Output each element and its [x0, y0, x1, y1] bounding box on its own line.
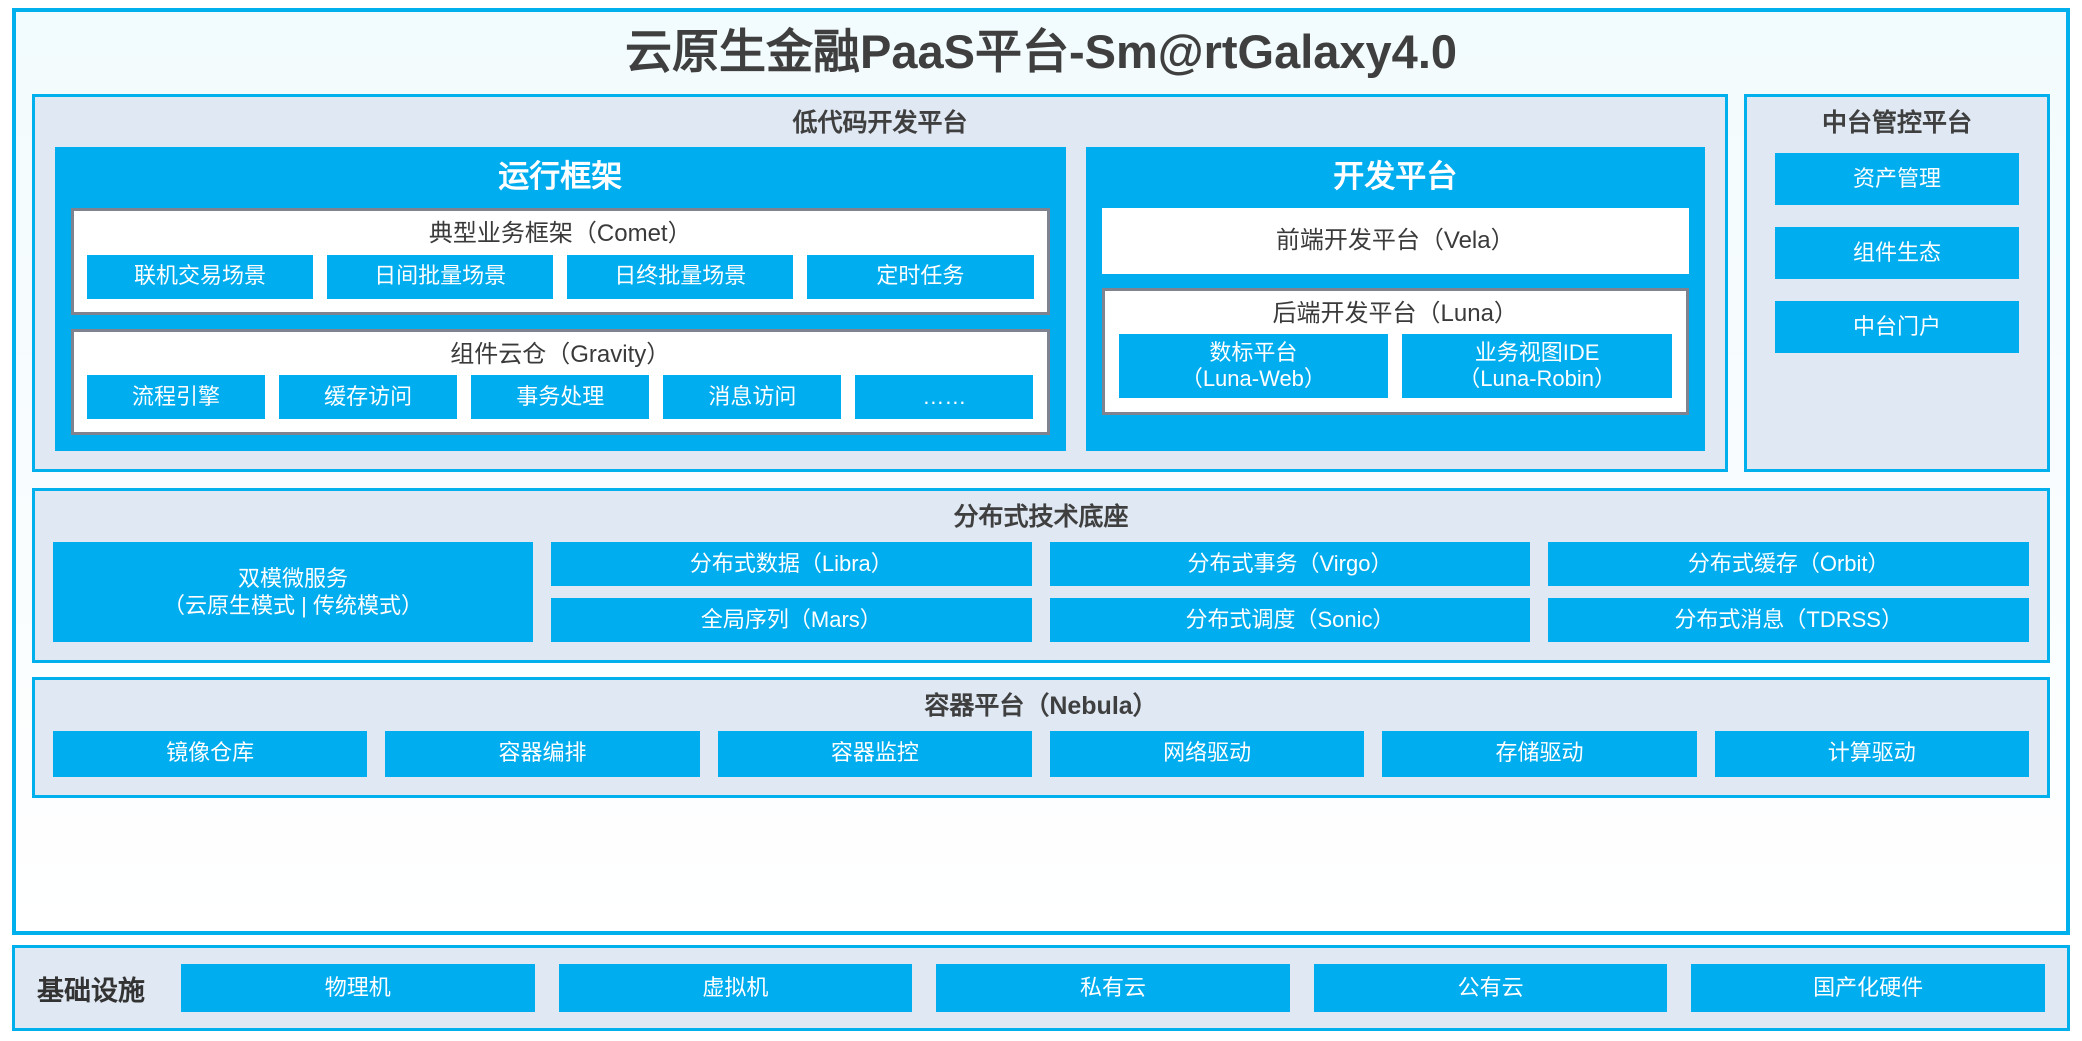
luna-robin-line1: 业务视图IDE — [1474, 340, 1600, 366]
tech-base-item-libra[interactable]: 分布式数据（Libra） — [551, 542, 1032, 587]
comet-items: 联机交易场景 日间批量场景 日终批量场景 定时任务 — [74, 254, 1047, 312]
tech-base-panel: 分布式技术底座 双模微服务 （云原生模式 | 传统模式） 分布式数据（Libra… — [32, 488, 2050, 664]
container-item-monitoring[interactable]: 容器监控 — [717, 730, 1032, 777]
microservice-line2: （云原生模式 | 传统模式） — [163, 593, 423, 619]
top-row: 低代码开发平台 运行框架 典型业务框架（Comet） 联机交易场景 日间批量场景… — [32, 93, 2050, 473]
gravity-item-process-engine[interactable]: 流程引擎 — [87, 375, 266, 420]
lowcode-platform-body: 运行框架 典型业务框架（Comet） 联机交易场景 日间批量场景 日终批量场景 … — [35, 147, 1725, 469]
comet-item-intraday-batch[interactable]: 日间批量场景 — [327, 254, 554, 299]
main-frame: 云原生金融PaaS平台-Sm@rtGalaxy4.0 低代码开发平台 运行框架 … — [12, 8, 2070, 935]
tech-base-item-mars[interactable]: 全局序列（Mars） — [551, 598, 1032, 643]
container-item-network-driver[interactable]: 网络驱动 — [1049, 730, 1365, 777]
vela-frontend-platform[interactable]: 前端开发平台（Vela） — [1101, 208, 1689, 274]
container-platform-items: 镜像仓库 容器编排 容器监控 网络驱动 存储驱动 计算驱动 — [35, 730, 2047, 795]
luna-web-line1: 数标平台 — [1209, 340, 1298, 366]
luna-items: 数标平台 （Luna-Web） 业务视图IDE （Luna-Robin） — [1105, 334, 1687, 412]
luna-item-luna-robin[interactable]: 业务视图IDE （Luna-Robin） — [1402, 334, 1672, 399]
infrastructure-item-public-cloud[interactable]: 公有云 — [1313, 964, 1668, 1012]
tech-base-column-3: 分布式缓存（Orbit） 分布式消息（TDRSS） — [1548, 542, 2030, 643]
tech-base-title: 分布式技术底座 — [953, 503, 1129, 532]
gravity-card: 组件云仓（Gravity） 流程引擎 缓存访问 事务处理 消息访问 …… — [71, 328, 1050, 436]
comet-item-online-transaction[interactable]: 联机交易场景 — [87, 254, 314, 299]
development-platform-block: 开发平台 前端开发平台（Vela） 后端开发平台（Luna） 数标平台 （Lun… — [1085, 147, 1705, 452]
gravity-item-cache-access[interactable]: 缓存访问 — [279, 375, 458, 420]
page-title: 云原生金融PaaS平台-Sm@rtGalaxy4.0 — [624, 25, 1458, 78]
comet-card: 典型业务框架（Comet） 联机交易场景 日间批量场景 日终批量场景 定时任务 — [71, 208, 1050, 315]
tech-base-microservice-column: 双模微服务 （云原生模式 | 传统模式） — [53, 542, 533, 643]
container-item-compute-driver[interactable]: 计算驱动 — [1714, 730, 2029, 777]
management-item-portal[interactable]: 中台门户 — [1775, 301, 2019, 354]
gravity-item-transaction-processing[interactable]: 事务处理 — [471, 375, 650, 420]
development-platform-title: 开发平台 — [1333, 159, 1458, 195]
tech-base-item-orbit[interactable]: 分布式缓存（Orbit） — [1548, 542, 2030, 587]
container-item-image-registry[interactable]: 镜像仓库 — [53, 730, 368, 777]
management-item-asset-management[interactable]: 资产管理 — [1775, 153, 2019, 206]
runtime-framework-title: 运行框架 — [498, 159, 623, 195]
comet-item-scheduled-task[interactable]: 定时任务 — [807, 254, 1034, 299]
luna-web-line2: （Luna-Web） — [1180, 366, 1326, 392]
gravity-item-message-access[interactable]: 消息访问 — [663, 375, 842, 420]
infrastructure-item-physical-machine[interactable]: 物理机 — [181, 964, 535, 1012]
luna-backend-card: 后端开发平台（Luna） 数标平台 （Luna-Web） 业务视图IDE （Lu… — [1101, 287, 1689, 416]
container-platform-title: 容器平台（Nebula） — [924, 692, 1158, 721]
infrastructure-panel: 基础设施 物理机 虚拟机 私有云 公有云 国产化硬件 — [12, 945, 2070, 1031]
gravity-card-title: 组件云仓（Gravity） — [450, 340, 671, 368]
infrastructure-item-virtual-machine[interactable]: 虚拟机 — [558, 964, 913, 1012]
tech-base-item-sonic[interactable]: 分布式调度（Sonic） — [1049, 598, 1531, 643]
management-platform-panel: 中台管控平台 资产管理 组件生态 中台门户 — [1744, 93, 2050, 473]
infrastructure-item-domestic-hardware[interactable]: 国产化硬件 — [1691, 964, 2045, 1012]
tech-base-column-2: 分布式事务（Virgo） 分布式调度（Sonic） — [1049, 542, 1531, 643]
luna-backend-title: 后端开发平台（Luna） — [1272, 299, 1518, 327]
infrastructure-label: 基础设施 — [37, 975, 145, 1006]
container-item-orchestration[interactable]: 容器编排 — [385, 730, 700, 777]
tech-base-body: 双模微服务 （云原生模式 | 传统模式） 分布式数据（Libra） 全局序列（M… — [35, 542, 2047, 660]
management-item-component-ecosystem[interactable]: 组件生态 — [1775, 227, 2019, 280]
comet-card-title: 典型业务框架（Comet） — [428, 220, 692, 248]
container-item-storage-driver[interactable]: 存储驱动 — [1382, 730, 1697, 777]
container-platform-panel: 容器平台（Nebula） 镜像仓库 容器编排 容器监控 网络驱动 存储驱动 计算… — [32, 677, 2050, 798]
gravity-item-more[interactable]: …… — [855, 375, 1034, 420]
gravity-items: 流程引擎 缓存访问 事务处理 消息访问 …… — [74, 375, 1047, 432]
tech-base-item-tdrss[interactable]: 分布式消息（TDRSS） — [1548, 598, 2030, 643]
tech-base-column-1: 分布式数据（Libra） 全局序列（Mars） — [551, 542, 1032, 643]
tech-base-item-virgo[interactable]: 分布式事务（Virgo） — [1049, 542, 1531, 587]
runtime-framework-block: 运行框架 典型业务框架（Comet） 联机交易场景 日间批量场景 日终批量场景 … — [55, 147, 1066, 452]
comet-item-eod-batch[interactable]: 日终批量场景 — [567, 254, 794, 299]
management-platform-items: 资产管理 组件生态 中台门户 — [1747, 147, 2047, 469]
luna-item-luna-web[interactable]: 数标平台 （Luna-Web） — [1118, 334, 1389, 399]
lowcode-platform-panel: 低代码开发平台 运行框架 典型业务框架（Comet） 联机交易场景 日间批量场景… — [32, 93, 1728, 473]
luna-robin-line2: （Luna-Robin） — [1458, 366, 1616, 392]
tech-base-item-dual-mode-microservice[interactable]: 双模微服务 （云原生模式 | 传统模式） — [53, 542, 533, 643]
microservice-line1: 双模微服务 — [237, 565, 348, 591]
lowcode-platform-title: 低代码开发平台 — [792, 108, 968, 137]
management-platform-title: 中台管控平台 — [1821, 108, 1972, 137]
infrastructure-item-private-cloud[interactable]: 私有云 — [936, 964, 1290, 1012]
